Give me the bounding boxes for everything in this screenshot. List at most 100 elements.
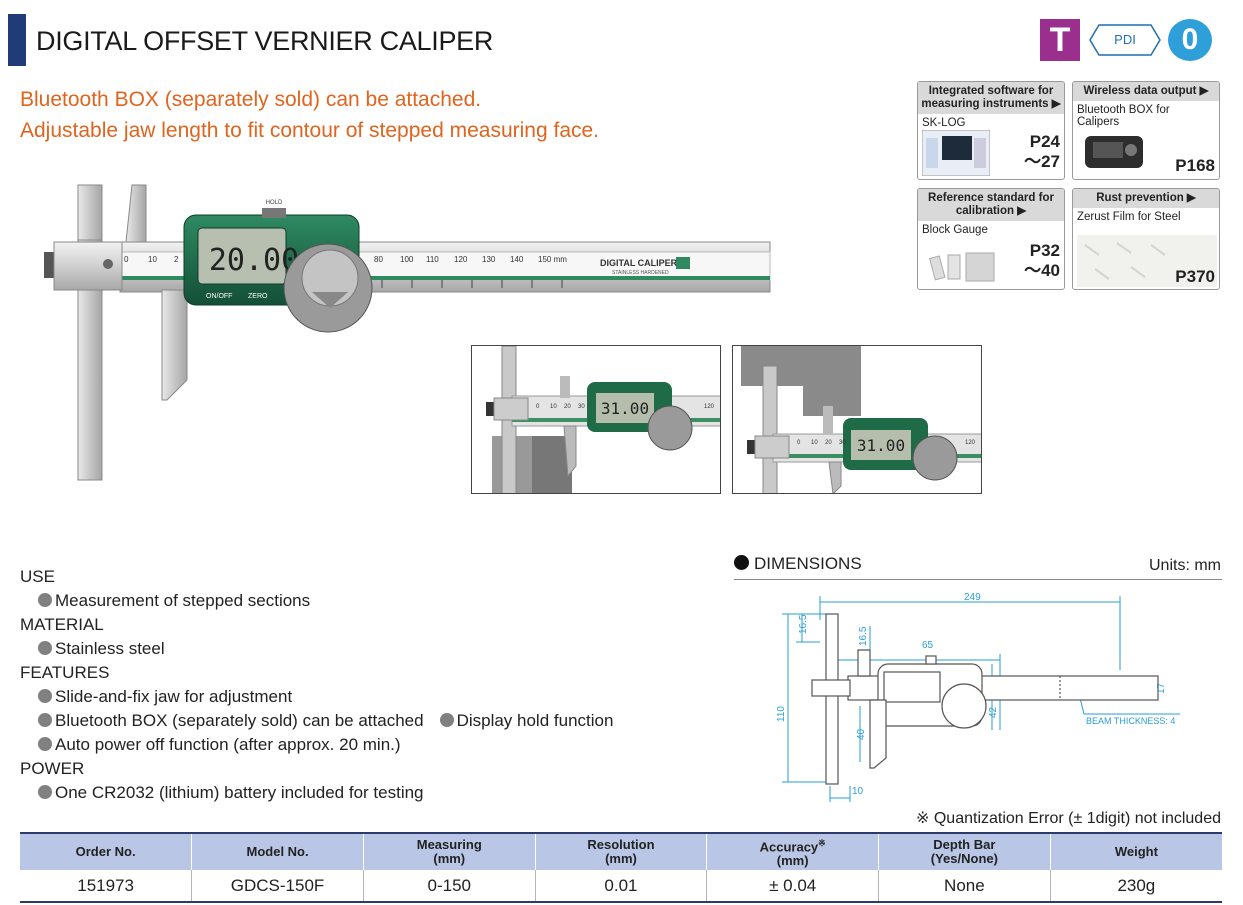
col-depth-bar: Depth Bar(Yes/None) (878, 832, 1051, 870)
col-label: Resolution (587, 837, 655, 852)
tagline-2: Adjustable jaw length to fit contour of … (20, 119, 600, 142)
dimensions-title-text: DIMENSIONS (754, 554, 862, 573)
quantization-note: ※ Quantization Error (± 1digit) not incl… (916, 810, 1221, 827)
page-title: DIGITAL OFFSET VERNIER CALIPER (36, 26, 494, 56)
usage-photo-1: 31.00 0 10 20 30 120 (471, 345, 721, 494)
col-measuring: Measuring(mm) (362, 832, 536, 870)
table-header-row: Order No. Model No. Measuring(mm) Resolu… (20, 832, 1222, 870)
ref-card-title: Wireless data output ▶ (1073, 82, 1219, 101)
cell-measuring: 0-150 (362, 870, 536, 903)
ref-card-sub: Bluetooth BOX for Calipers (1077, 104, 1170, 128)
col-label: Measuring (416, 837, 482, 852)
feature-item: Auto power off function (after approx. 2… (20, 733, 613, 757)
bullet-icon (734, 555, 749, 570)
dim-jaw-top: 16.5 (798, 614, 809, 634)
material-item-text: Stainless steel (55, 639, 165, 658)
power-item: One CR2032 (lithium) battery included fo… (20, 781, 613, 805)
badge-pdi-label: PDI (1114, 32, 1136, 47)
power-heading: POWER (20, 759, 85, 778)
caliper-product-image: HOLD 20.00 ON/OFF ZERO 0 10 2 80 100 110… (44, 184, 771, 481)
usage-photo-2: 31.00 0 10 20 30 120 (732, 345, 982, 494)
feature-item: Bluetooth BOX (separately sold) can be a… (20, 709, 613, 733)
dim-total: 249 (964, 592, 981, 603)
photo-2-scale-2: 20 (825, 440, 832, 446)
ref-card-software[interactable]: Integrated software for measuring instru… (917, 81, 1065, 180)
photo-1-scale-2: 20 (564, 404, 571, 410)
photo-2-scale-1: 10 (811, 440, 818, 446)
photo-2-scale-3: 30 (839, 440, 846, 446)
ref-card-page: P370 (1175, 267, 1215, 286)
table-row: 151973 GDCS-150F 0-150 0.01 ± 0.04 None … (20, 870, 1222, 903)
bullet-icon (439, 713, 454, 727)
dim-overall: 110 (776, 706, 787, 722)
bullet-icon (38, 737, 52, 751)
feature-item: Slide-and-fix jaw for adjustment (20, 685, 613, 709)
ref-card-rust[interactable]: Rust prevention ▶ Zerust Film for Steel … (1072, 188, 1220, 290)
use-item-text: Measurement of stepped sections (55, 591, 311, 610)
photo-1-scale-3: 30 (578, 404, 585, 410)
badge-t-icon: T (1040, 19, 1080, 61)
software-screenshot-image (922, 130, 990, 176)
bluetooth-box-image (1085, 136, 1143, 168)
dim-depth: 40 (856, 728, 867, 740)
ref-card-title: Rust prevention ▶ (1073, 189, 1219, 208)
block-gauge-image (928, 252, 995, 282)
col-unit: (mm) (605, 851, 637, 866)
col-accuracy: Accuracy※(mm) (706, 832, 879, 870)
ref-card-title: Reference standard for calibration ▶ (918, 189, 1064, 221)
bullet-icon (38, 641, 52, 655)
bullet-icon (38, 689, 52, 703)
dim-slider: 65 (922, 640, 934, 651)
col-order-no: Order No. (20, 832, 192, 870)
scale-right-0: 80 (374, 255, 383, 264)
material-heading: MATERIAL (20, 615, 104, 634)
beam-label: DIGITAL CALIPER (600, 258, 678, 268)
dim-tip: 10 (852, 786, 864, 797)
on-off-label: ON/OFF (206, 293, 232, 300)
ref-card-sub: Zerust Film for Steel (1077, 211, 1181, 223)
dim-body: 42 (988, 706, 999, 718)
hold-label: HOLD (266, 200, 283, 206)
feature-item-text: Slide-and-fix jaw for adjustment (55, 687, 293, 706)
ref-card-wireless[interactable]: Wireless data output ▶ Bluetooth BOX for… (1072, 81, 1220, 180)
cell-weight: 230g (1049, 870, 1222, 903)
ref-card-gauge[interactable]: Reference standard for calibration ▶ Blo… (917, 188, 1065, 290)
scale-right-2: 110 (426, 255, 439, 264)
col-mark: ※ (818, 837, 826, 848)
ref-card-sub: Block Gauge (922, 224, 988, 236)
zero-label: ZERO (248, 293, 268, 300)
scale-right-4: 130 (482, 255, 496, 264)
dimensions-units: Units: mm (1149, 557, 1221, 574)
dimensions-title: DIMENSIONS (734, 554, 862, 574)
ref-card-page-a: P24 (1029, 132, 1060, 151)
use-heading: USE (20, 567, 55, 586)
features-heading: FEATURES (20, 663, 110, 682)
ref-card-page: P32 〜40 (1024, 241, 1060, 281)
scale-right-6: 150 mm (538, 255, 567, 264)
col-weight: Weight (1049, 832, 1222, 870)
power-item-text: One CR2032 (lithium) battery included fo… (55, 783, 424, 802)
cell-depth-bar: None (878, 870, 1051, 903)
col-unit: (Yes/None) (930, 851, 998, 866)
material-item: Stainless steel (20, 637, 613, 661)
feature-item-text: Auto power off function (after approx. 2… (55, 735, 401, 754)
dim-beam: BEAM THICKNESS: 4 (1086, 716, 1175, 726)
dimension-drawing: 249 16.5 16.5 65 17 42 40 110 10 BEAM TH… (776, 592, 1180, 802)
photo-2-reading: 31.00 (857, 436, 905, 455)
bullet-icon (38, 785, 52, 799)
photo-1-reading: 31.00 (601, 399, 649, 418)
ref-card-sub: SK-LOG (922, 117, 966, 129)
col-label: Weight (1114, 844, 1158, 859)
dim-height: 17 (1156, 682, 1167, 694)
scale-right-5: 140 (510, 255, 524, 264)
zerust-film-image (1077, 235, 1217, 287)
photo-1-scale-0: 0 (536, 404, 540, 410)
ref-card-page-b: 〜40 (1024, 261, 1060, 280)
col-unit: (mm) (776, 853, 809, 869)
ref-card-page-b: 〜27 (1024, 152, 1060, 171)
bullet-icon (38, 593, 52, 607)
bullet-icon (38, 713, 52, 727)
feature-item-text: Bluetooth BOX (separately sold) can be a… (55, 711, 424, 730)
scale-left-1: 10 (148, 255, 157, 264)
col-resolution: Resolution(mm) (534, 832, 707, 870)
